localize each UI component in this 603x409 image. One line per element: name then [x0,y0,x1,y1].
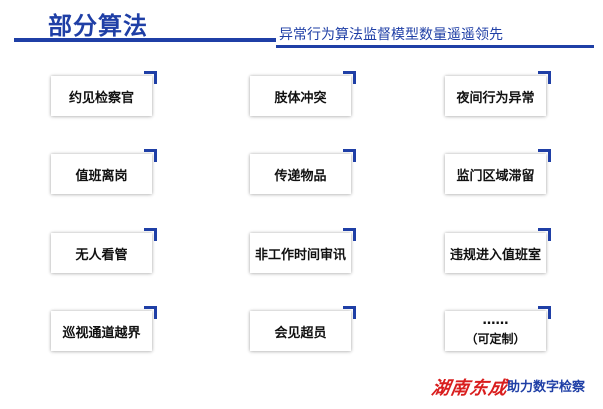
title-underline [14,38,276,42]
card-label: 夜间行为异常 [456,90,535,106]
card-off-hours-interrogation[interactable]: 非工作时间审讯 [250,228,356,273]
subtitle: 异常行为算法监督模型数量遥遥领先 [279,27,503,43]
card-ellipsis: …… [482,313,509,328]
card-label: 非工作时间审讯 [254,247,346,263]
card-unattended[interactable]: 无人看管 [51,228,157,273]
card-appointment-prosecutor[interactable]: 约见检察官 [51,71,157,116]
card-gate-loitering[interactable]: 监门区域滞留 [445,149,551,194]
card-label: 无人看管 [75,247,128,263]
card-meeting-overcapacity[interactable]: 会见超员 [250,306,356,351]
card-label: 约见检察官 [68,90,134,106]
card-label-secondary: （可定制） [465,332,526,346]
card-label: 会见超员 [274,325,327,341]
card-label: 违规进入值班室 [449,247,541,263]
card-patrol-boundary[interactable]: 巡视通道越界 [51,306,157,351]
card-label: 巡视通道越界 [62,325,141,341]
card-label: 传递物品 [274,168,327,184]
card-label: 肢体冲突 [274,90,327,106]
card-off-duty[interactable]: 值班离岗 [51,149,157,194]
card-duty-room-intrusion[interactable]: 违规进入值班室 [445,228,551,273]
company-logo: 湖南东成 [429,378,510,399]
card-label: 监门区域滞留 [456,168,535,184]
card-customizable[interactable]: …… （可定制） [445,306,551,351]
card-night-abnormal[interactable]: 夜间行为异常 [445,71,551,116]
card-label: 值班离岗 [75,168,128,184]
card-physical-conflict[interactable]: 肢体冲突 [250,71,356,116]
subtitle-underline [276,45,594,48]
footer-slogan: 助力数字检察 [507,380,586,395]
page-title: 部分算法 [48,12,148,40]
card-passing-items[interactable]: 传递物品 [250,149,356,194]
